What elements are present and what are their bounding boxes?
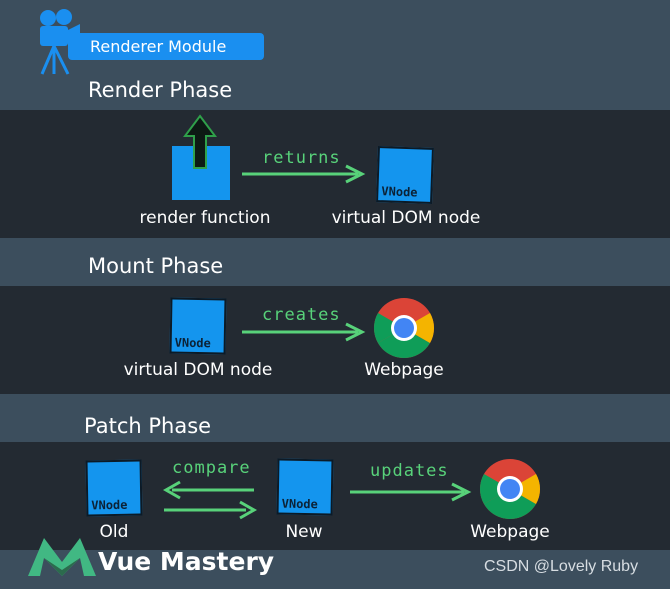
- chrome-logo-icon: [373, 298, 435, 359]
- render-function-label: render function: [139, 208, 271, 228]
- vnode-box: VNode: [376, 146, 434, 204]
- watermark-text: CSDN @Lovely Ruby: [484, 558, 639, 575]
- brand-name: Vue Mastery: [98, 547, 275, 576]
- creates-arrow-icon: [242, 322, 366, 342]
- vnode-label: VNode: [281, 496, 318, 512]
- render-phase-title: Render Phase: [88, 78, 233, 102]
- vnode-label: VNode: [381, 184, 418, 200]
- updates-arrow-icon: [350, 482, 472, 502]
- patch-phase-title: Patch Phase: [84, 414, 212, 438]
- vue-mastery-logo-icon: [28, 538, 96, 576]
- old-label: Old: [99, 522, 129, 542]
- old-vnode-box: VNode: [85, 459, 143, 517]
- returns-arrow-icon: [242, 164, 366, 184]
- returns-label: returns: [262, 148, 341, 168]
- compare-label: compare: [172, 458, 251, 478]
- new-vnode-box: VNode: [276, 458, 334, 516]
- vnode-label: VNode: [91, 497, 128, 513]
- virtual-dom-node-label: virtual DOM node: [123, 360, 273, 380]
- patch-title-band: [0, 394, 670, 442]
- footer-band: [0, 550, 670, 589]
- new-label: New: [285, 522, 323, 542]
- chrome-logo-icon: [479, 459, 541, 520]
- vnode-box: VNode: [169, 297, 227, 355]
- arrow-up-icon: [183, 114, 217, 169]
- webpage-label: Webpage: [470, 522, 550, 542]
- mount-phase-title: Mount Phase: [88, 254, 224, 278]
- virtual-dom-node-label: virtual DOM node: [331, 208, 481, 228]
- renderer-module-label: Renderer Module: [68, 33, 264, 60]
- film-camera-icon: [40, 9, 80, 75]
- vnode-label: VNode: [174, 335, 211, 351]
- creates-label: creates: [262, 305, 341, 325]
- mount-phase-band: [0, 286, 670, 394]
- updates-label: updates: [370, 461, 449, 481]
- mount-title-band: [0, 238, 670, 286]
- compare-arrows-icon: [162, 480, 258, 520]
- webpage-label: Webpage: [364, 360, 444, 380]
